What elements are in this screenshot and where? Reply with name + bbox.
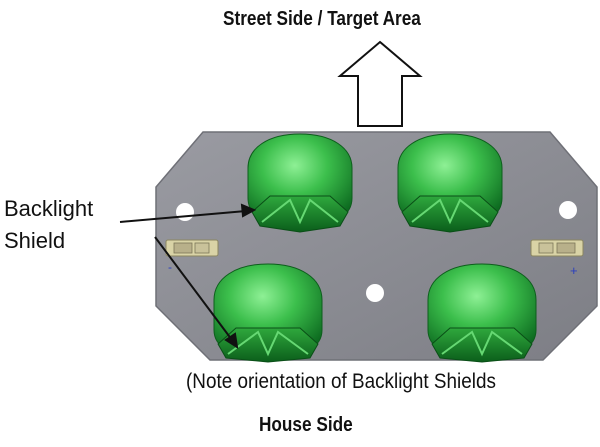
connector-left xyxy=(165,239,219,257)
led-lens-bottom-right xyxy=(427,263,537,363)
street-direction-arrow xyxy=(337,40,423,127)
led-lens-top-left xyxy=(247,133,353,233)
callout-shield-label: Shield xyxy=(4,228,66,253)
callout-backlight-label: Backlight xyxy=(4,196,94,221)
polarity-plus: + xyxy=(570,263,578,278)
house-side-label: House Side xyxy=(259,414,353,436)
callout-leaders xyxy=(119,203,257,350)
orientation-note: (Note orientation of Backlight Shields xyxy=(186,370,496,393)
polarity-minus: - xyxy=(168,260,172,274)
mounting-hole-center xyxy=(366,284,384,302)
street-side-label: Street Side / Target Area xyxy=(223,8,421,30)
connector-right xyxy=(530,239,584,257)
led-lens-bottom-left xyxy=(213,263,323,363)
mounting-hole-top-left xyxy=(176,203,194,221)
led-lens-top-right xyxy=(397,133,503,233)
mounting-hole-top-right xyxy=(559,201,577,219)
